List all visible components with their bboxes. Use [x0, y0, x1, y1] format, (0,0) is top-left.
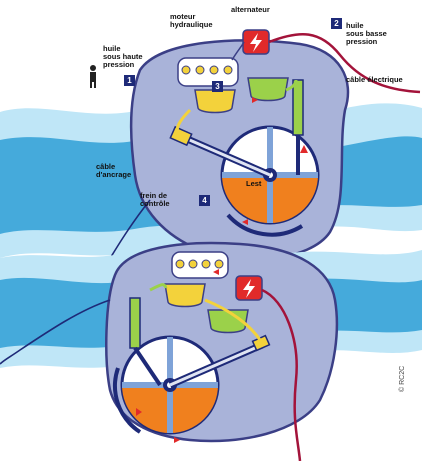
badge-1: 1	[124, 75, 135, 86]
label-cable-ancrage: câble d'ancrage	[96, 163, 131, 179]
label-frein-controle: frein de contrôle	[140, 192, 170, 208]
label-huile-haute-pression: huile sous haute pression	[103, 45, 143, 69]
label-alternateur: alternateur	[231, 6, 270, 14]
label-lest: Lest	[246, 180, 261, 188]
badge-4: 4	[199, 195, 210, 206]
credit-text: © RC2C	[399, 366, 406, 392]
badge-2: 2	[331, 18, 342, 29]
label-huile-basse-pression: huile sous basse pression	[346, 22, 387, 46]
person-silhouette-icon	[90, 65, 96, 88]
label-moteur-hydraulique: moteur hydraulique	[170, 13, 213, 29]
badge-3: 3	[212, 81, 223, 92]
label-cable-electrique: câble électrique	[346, 76, 403, 84]
